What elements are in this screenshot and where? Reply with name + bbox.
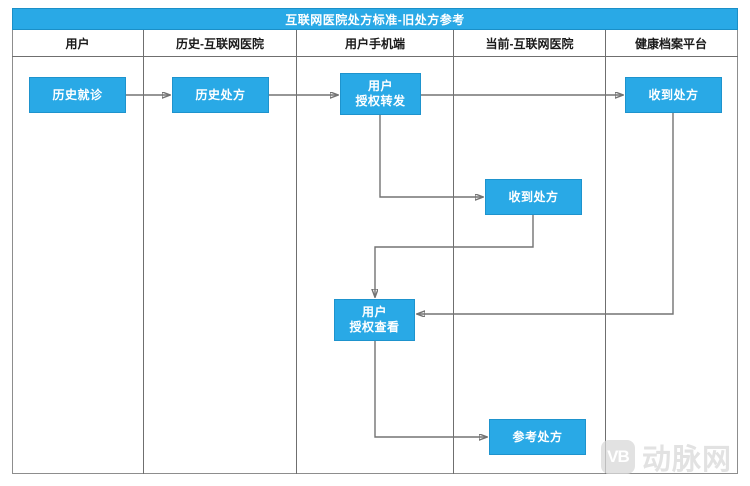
lane-divider-1 bbox=[143, 57, 144, 474]
lane-header-user-label: 用户 bbox=[65, 36, 90, 51]
node-received-rx-1[interactable]: 收到处方 bbox=[625, 77, 722, 113]
node-auth-forward-line-2: 授权转发 bbox=[355, 94, 406, 108]
node-auth-view-line-2: 授权查看 bbox=[349, 320, 400, 334]
node-auth-view-line-1: 用户 bbox=[361, 305, 387, 319]
lane-header-history-hospital: 历史-互联网医院 bbox=[143, 30, 296, 56]
watermark: VB 动脉网 bbox=[600, 436, 732, 478]
node-history-visit-line-1: 历史就诊 bbox=[52, 87, 103, 102]
node-history-rx[interactable]: 历史处方 bbox=[172, 77, 269, 113]
page-title: 互联网医院处方标准-旧处方参考 bbox=[285, 12, 465, 27]
lane-header-user: 用户 bbox=[12, 30, 143, 56]
lane-header-health-archive: 健康档案平台 bbox=[605, 30, 736, 56]
swimlane-header-row: 用户 历史-互联网医院 用户手机端 当前-互联网医院 健康档案平台 bbox=[12, 30, 738, 57]
node-received-rx-2[interactable]: 收到处方 bbox=[485, 179, 582, 215]
diagram-title-bar: 互联网医院处方标准-旧处方参考 bbox=[12, 8, 738, 30]
node-reference-rx-line-1: 参考处方 bbox=[512, 429, 563, 444]
lane-header-current-hospital: 当前-互联网医院 bbox=[453, 30, 605, 56]
lane-header-mobile-label: 用户手机端 bbox=[344, 36, 405, 51]
lane-header-history-hospital-label: 历史-互联网医院 bbox=[176, 36, 264, 51]
lane-header-mobile: 用户手机端 bbox=[296, 30, 453, 56]
lane-divider-2 bbox=[296, 57, 297, 474]
node-auth-forward-line-1: 用户 bbox=[367, 79, 393, 93]
node-history-visit[interactable]: 历史就诊 bbox=[29, 77, 126, 113]
node-reference-rx[interactable]: 参考处方 bbox=[489, 419, 586, 455]
lane-divider-4 bbox=[605, 57, 606, 474]
node-received-rx-1-line-1: 收到处方 bbox=[648, 87, 699, 102]
node-history-rx-line-1: 历史处方 bbox=[195, 87, 246, 102]
node-auth-view[interactable]: 用户 授权查看 bbox=[334, 299, 415, 341]
watermark-logo-text: VB bbox=[607, 447, 630, 466]
lane-header-current-hospital-label: 当前-互联网医院 bbox=[485, 36, 574, 51]
lane-header-health-archive-label: 健康档案平台 bbox=[634, 36, 707, 51]
lane-divider-3 bbox=[453, 57, 454, 474]
watermark-brand: 动脉网 bbox=[641, 444, 732, 476]
watermark-logo-icon: VB bbox=[600, 440, 635, 474]
node-received-rx-2-line-1: 收到处方 bbox=[508, 189, 559, 204]
node-auth-forward[interactable]: 用户 授权转发 bbox=[340, 73, 421, 115]
